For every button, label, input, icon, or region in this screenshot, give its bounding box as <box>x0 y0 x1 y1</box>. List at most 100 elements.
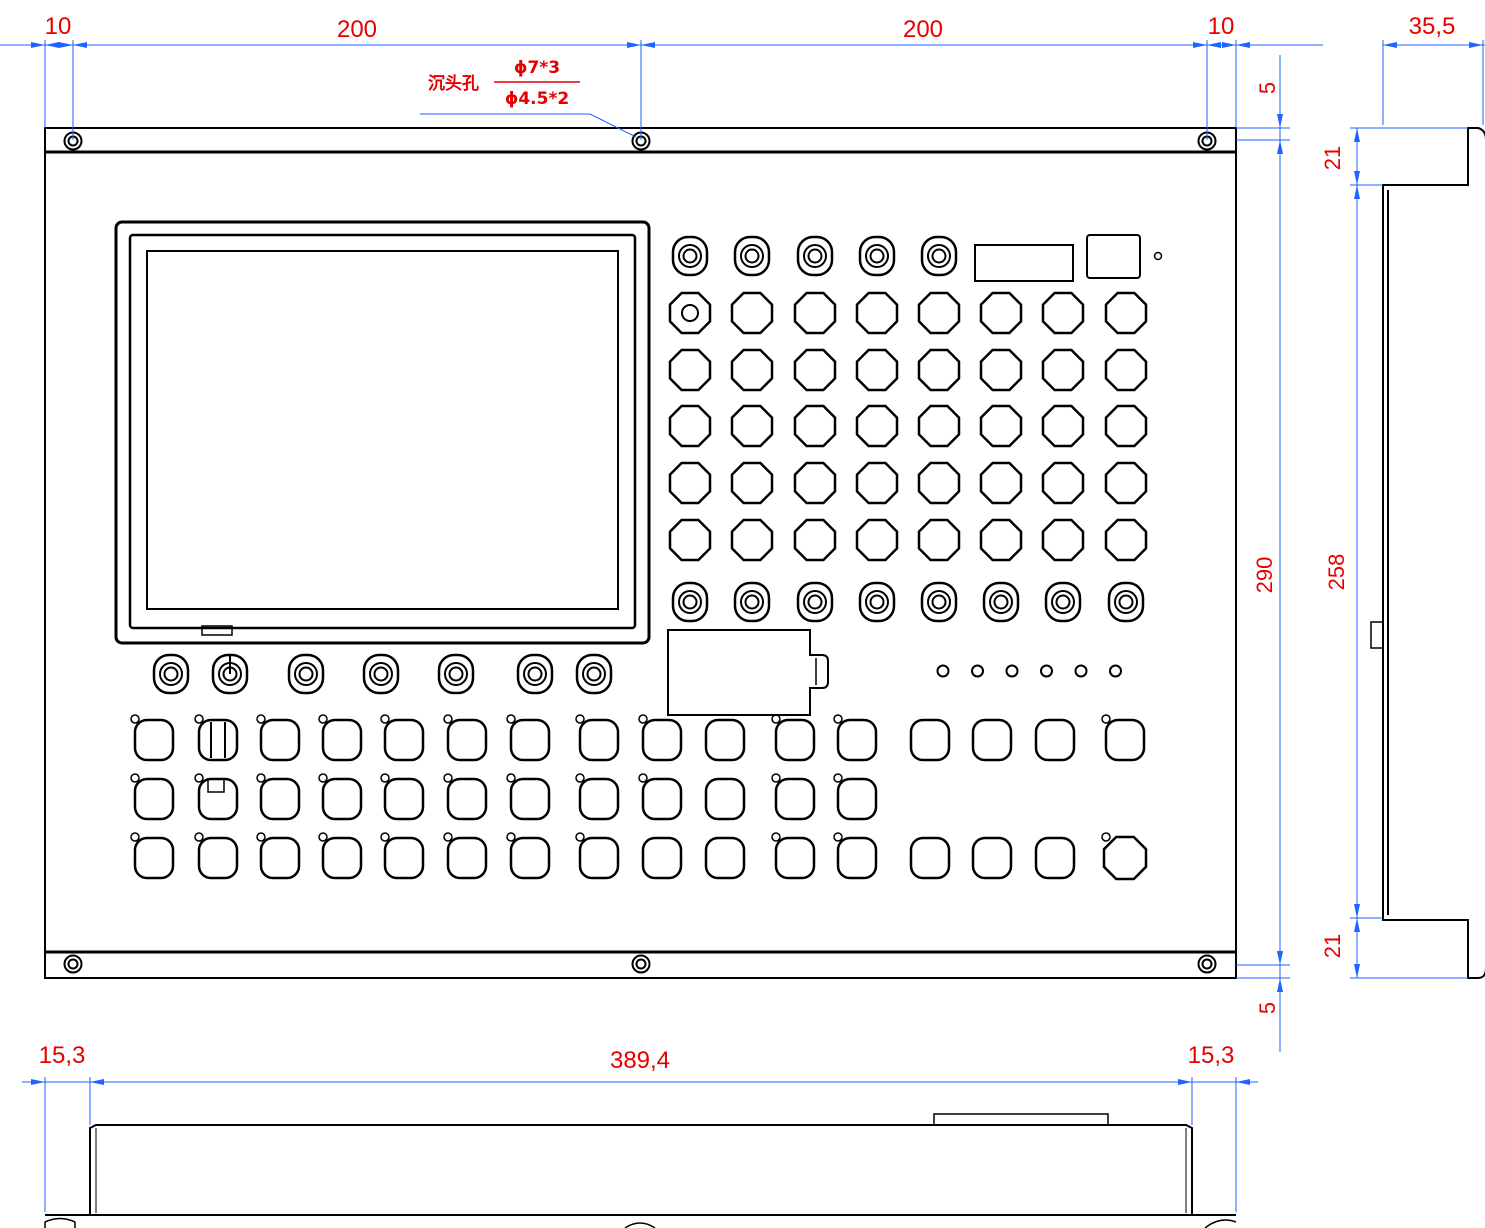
grid-key <box>793 291 837 335</box>
round-button-center <box>1055 594 1071 610</box>
round-button-ring <box>740 590 764 614</box>
key-led <box>575 832 585 842</box>
grid-key <box>793 404 837 448</box>
key-led <box>380 714 390 724</box>
seven-segment-window <box>974 244 1074 282</box>
grid-key <box>979 518 1023 562</box>
grid-key <box>1041 291 1085 335</box>
key-led <box>194 832 204 842</box>
keyboard-key <box>446 777 488 821</box>
key-led <box>506 714 516 724</box>
grid-key <box>917 348 961 392</box>
knob-center <box>586 666 602 682</box>
indicator-led <box>1074 664 1088 678</box>
dim-top-span-left: 200 <box>337 16 377 43</box>
keyboard-key <box>446 836 488 880</box>
knob <box>575 653 613 695</box>
keyboard-key <box>259 718 301 762</box>
grid-key <box>855 348 899 392</box>
keyboard-key <box>641 836 683 880</box>
grid-key <box>979 404 1023 448</box>
key-led <box>318 773 328 783</box>
dimension-lines <box>0 40 1485 1212</box>
round-button-center <box>993 594 1009 610</box>
grid-key <box>1104 291 1148 335</box>
knob-ring <box>369 662 393 686</box>
bottom-flange-edge <box>44 1217 1237 1228</box>
mounting-hole <box>63 954 83 974</box>
grid-key <box>855 518 899 562</box>
dim-side-bottom: 21 <box>1320 934 1345 958</box>
keyboard-key <box>259 836 301 880</box>
keyboard-key <box>971 718 1013 762</box>
indicator-leds <box>936 664 1122 678</box>
keyboard-key <box>1034 718 1076 762</box>
grid-key <box>979 291 1023 335</box>
grid-key <box>917 518 961 562</box>
mounting-holes <box>63 131 1217 974</box>
hole-note-denominator: ϕ4.5*2 <box>505 89 569 109</box>
card-slot <box>667 629 829 716</box>
mounting-hole-inner <box>635 958 647 970</box>
key-grid <box>668 291 1148 562</box>
key-led <box>443 773 453 783</box>
hole-note-label: 沉头孔 <box>428 73 479 94</box>
round-button-center <box>869 594 885 610</box>
side-view <box>1370 127 1485 979</box>
round-button-ring <box>740 244 764 268</box>
arrow <box>59 42 1250 48</box>
dim-side-middle: 258 <box>1324 554 1349 591</box>
keyboard-key <box>321 777 363 821</box>
keyboard-key <box>1102 835 1148 881</box>
keyboard-key <box>578 718 620 762</box>
grid-key <box>917 404 961 448</box>
round-button-center <box>869 248 885 264</box>
grid-key <box>668 461 712 505</box>
keyboard-key <box>704 777 746 821</box>
key-led <box>130 832 140 842</box>
keyboard-key <box>836 836 878 880</box>
round-button <box>858 581 896 623</box>
key-led <box>506 832 516 842</box>
grid-key <box>793 348 837 392</box>
grid-key <box>793 518 837 562</box>
keyboard-key <box>133 718 175 762</box>
key-detail <box>207 778 225 793</box>
grid-key <box>730 518 774 562</box>
key-led <box>380 773 390 783</box>
screen-bezel-outer <box>114 220 651 645</box>
knob <box>516 653 554 695</box>
key-led <box>771 832 781 842</box>
keyboard-key <box>578 836 620 880</box>
dimension-labels: 10 200 200 10 35,5 5 290 5 21 258 21 15,… <box>39 13 1456 1074</box>
bottom-view <box>44 1113 1237 1228</box>
under-screen-knobs <box>152 653 613 695</box>
grid-key <box>1041 461 1085 505</box>
round-button <box>1107 581 1145 623</box>
arrow <box>31 42 59 48</box>
side-profile <box>1382 127 1485 979</box>
round-button <box>920 581 958 623</box>
grid-key <box>1041 518 1085 562</box>
grid-key <box>917 291 961 335</box>
bottom-body <box>89 1124 1193 1215</box>
key-led <box>771 714 781 724</box>
dim-flange-bottom: 5 <box>1255 1002 1280 1014</box>
dim-bottom-left: 15,3 <box>39 1042 86 1069</box>
dim-side-top: 21 <box>1320 146 1345 170</box>
round-button-center <box>807 248 823 264</box>
screen-display-area <box>146 250 619 610</box>
keyboard-key <box>774 836 816 880</box>
keyboard-key <box>641 777 683 821</box>
round-button-center <box>682 594 698 610</box>
round-button <box>982 581 1020 623</box>
key-led <box>256 832 266 842</box>
keyboard-key <box>578 777 620 821</box>
key-led <box>833 773 843 783</box>
key-led <box>833 832 843 842</box>
knob-center <box>448 666 464 682</box>
knob-ring <box>444 662 468 686</box>
keyboard-key <box>774 777 816 821</box>
round-button <box>796 235 834 277</box>
indicator-led <box>971 664 984 678</box>
